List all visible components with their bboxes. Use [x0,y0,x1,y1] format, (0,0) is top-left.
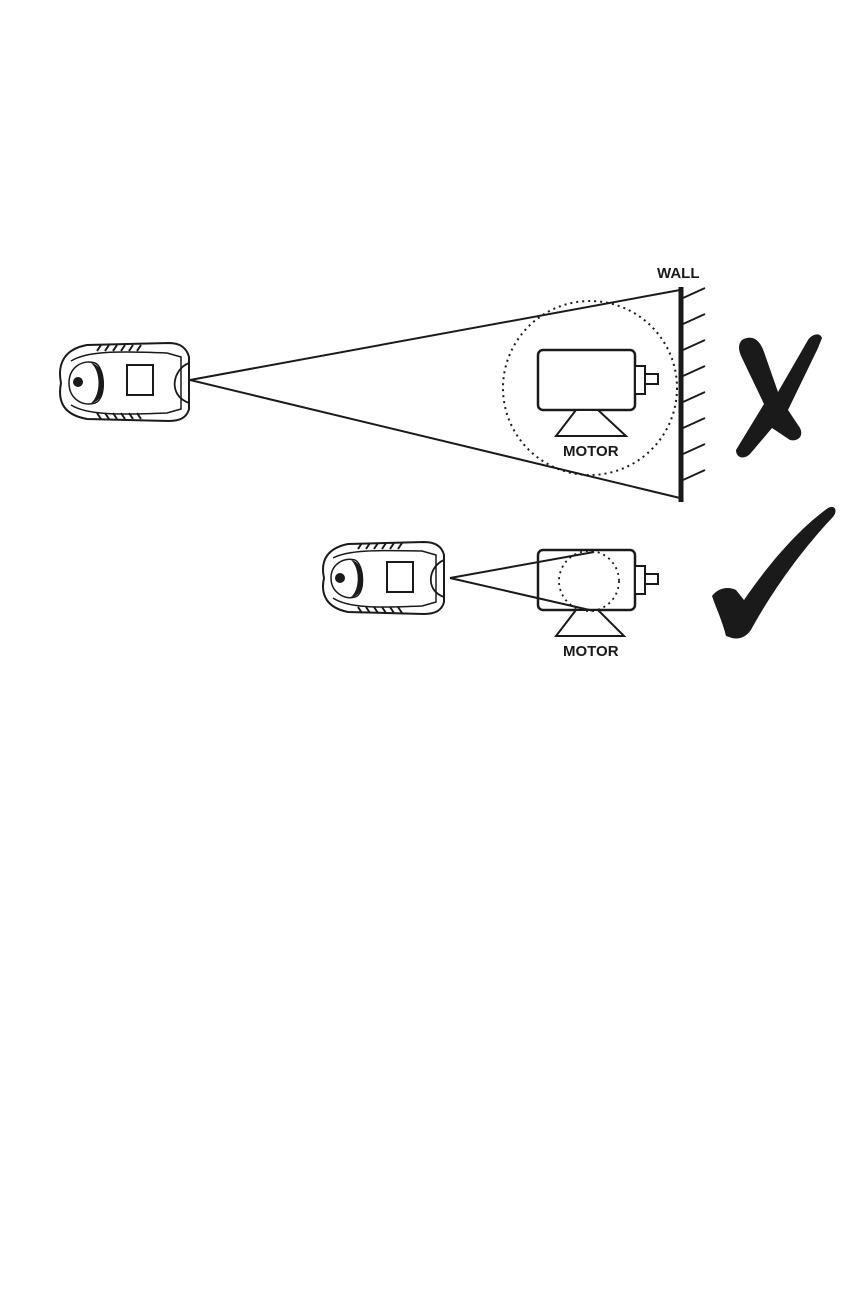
check-mark-icon [712,507,835,639]
motor-label-bottom: MOTOR [563,643,619,660]
motor-icon-bottom [538,550,658,636]
ir-thermometer-icon-far [60,343,189,421]
cross-mark-icon [736,334,822,457]
wall-icon [681,287,705,502]
wall-label: WALL [657,265,700,282]
motor-label-top: MOTOR [563,443,619,460]
motor-icon-top [538,350,658,436]
ir-thermometer-icon-near [323,542,444,614]
scenario-correct: MOTOR [323,507,835,660]
scenario-incorrect: WALL MOTOR [60,265,822,502]
